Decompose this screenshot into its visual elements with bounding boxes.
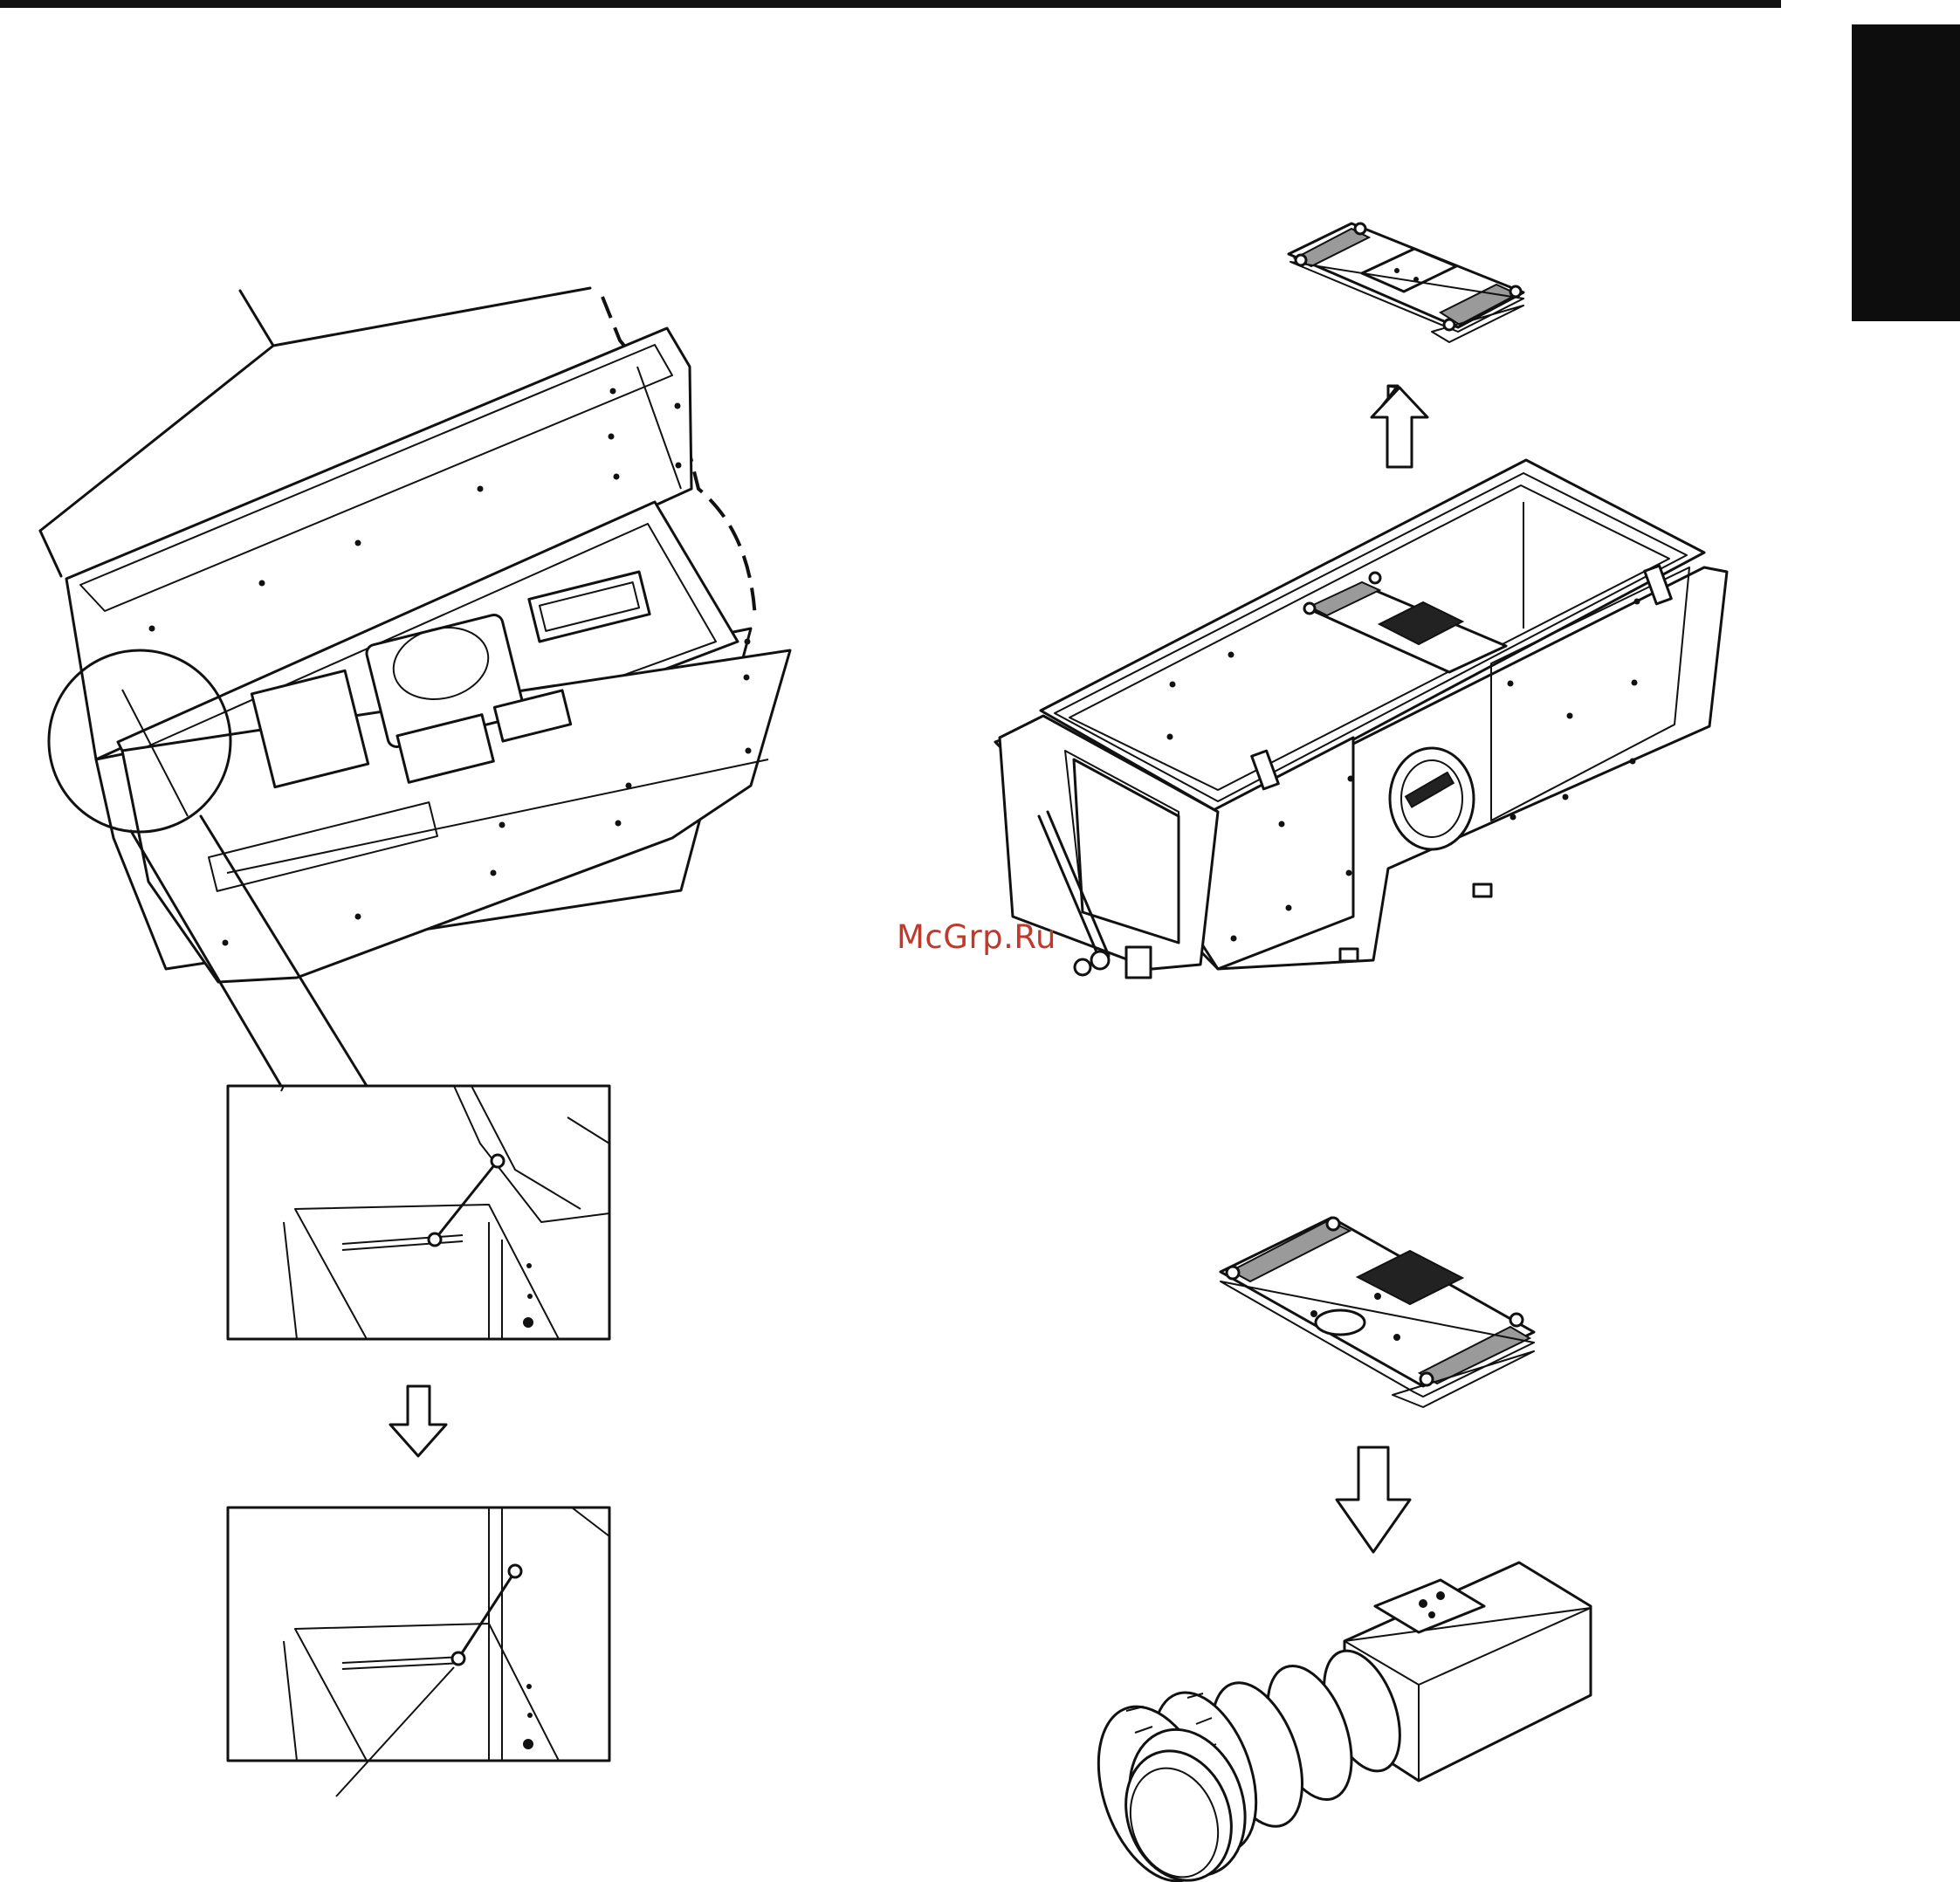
camera-mount-plate-removed xyxy=(1289,223,1523,342)
detail-down-arrow xyxy=(390,1386,446,1456)
plate-down-arrow xyxy=(1337,1447,1410,1552)
camera-with-lens-illustration xyxy=(1076,1563,1591,1882)
camera-mount-plate-to-camera xyxy=(1221,1218,1534,1407)
watermark-text: McGrp.Ru xyxy=(897,918,1056,956)
housing-open-illustration xyxy=(40,288,790,1086)
housing-with-plate-illustration xyxy=(995,460,1727,978)
hinge-arm-detail-after xyxy=(228,1508,609,1796)
hinge-arm-detail-before xyxy=(228,1086,609,1339)
